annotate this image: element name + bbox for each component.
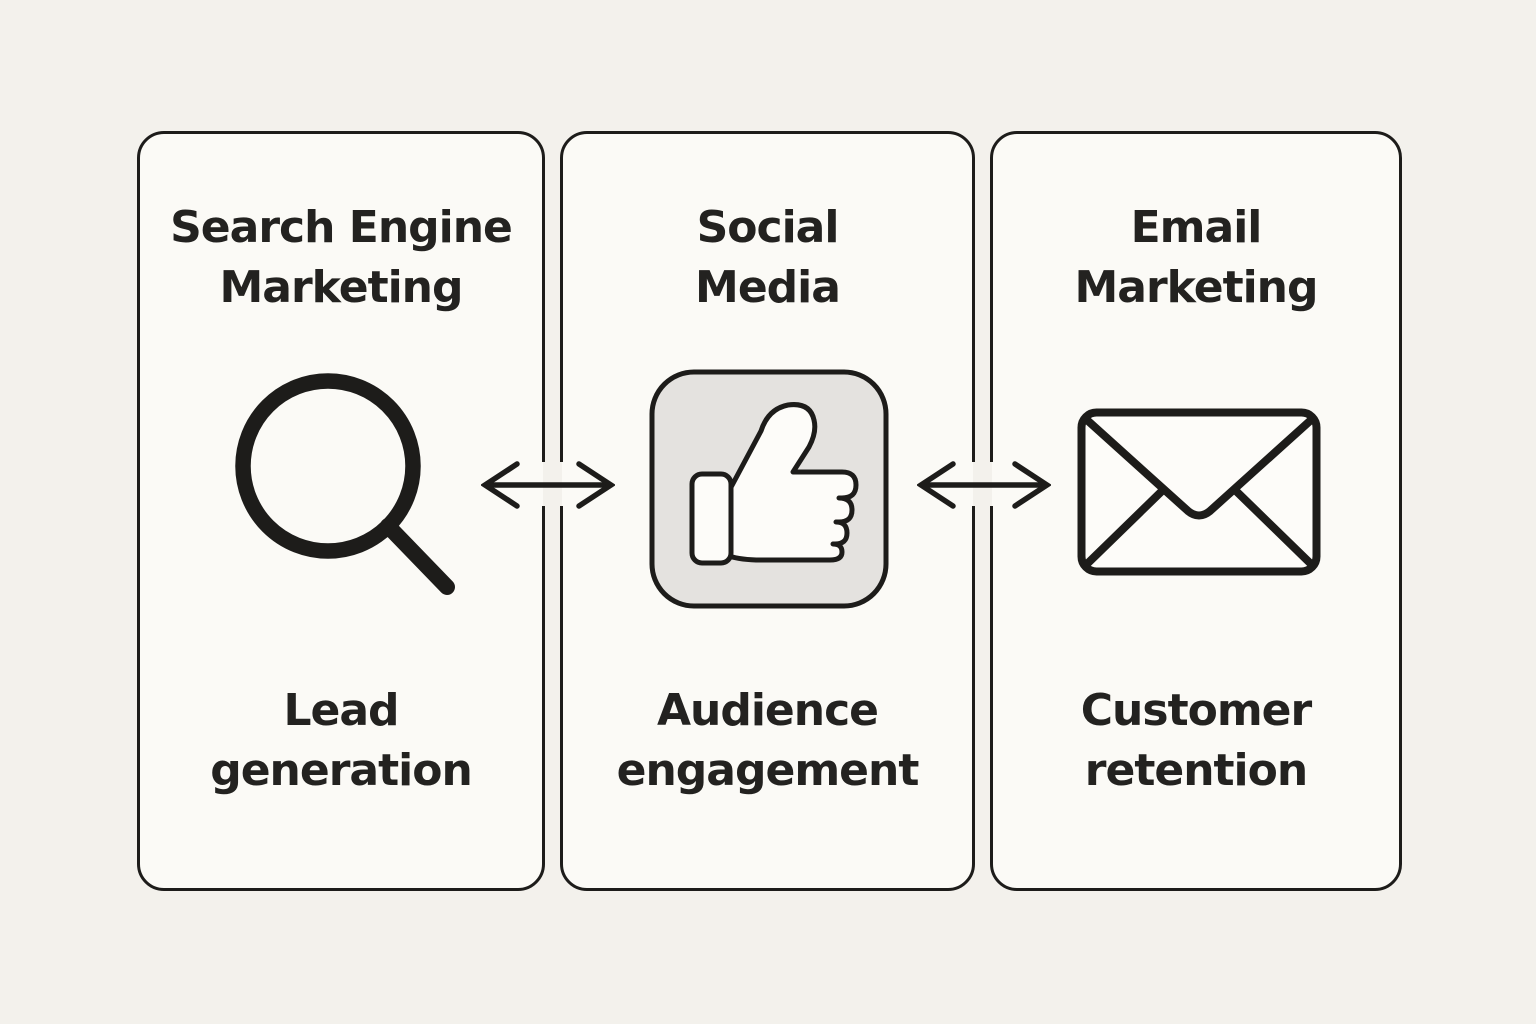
- card-email-marketing: Email Marketing Customer retention: [990, 131, 1402, 891]
- card-search-engine-marketing: Search Engine Marketing Lead generation: [137, 131, 545, 891]
- thumbs-up-icon: [649, 369, 889, 609]
- double-arrow-icon: [917, 461, 1051, 509]
- card-title: Email Marketing: [1074, 202, 1318, 313]
- card-social-media: Social Media Audience engagement: [560, 131, 975, 891]
- card-title: Social Media: [695, 202, 841, 313]
- envelope-icon: [1077, 408, 1321, 576]
- card-label: Audience engagement: [616, 685, 920, 796]
- magnifier-icon: [235, 373, 455, 595]
- double-arrow-icon: [481, 461, 615, 509]
- card-title: Search Engine Marketing: [170, 202, 513, 313]
- card-label: Lead generation: [210, 685, 473, 796]
- card-label: Customer retention: [1080, 685, 1312, 796]
